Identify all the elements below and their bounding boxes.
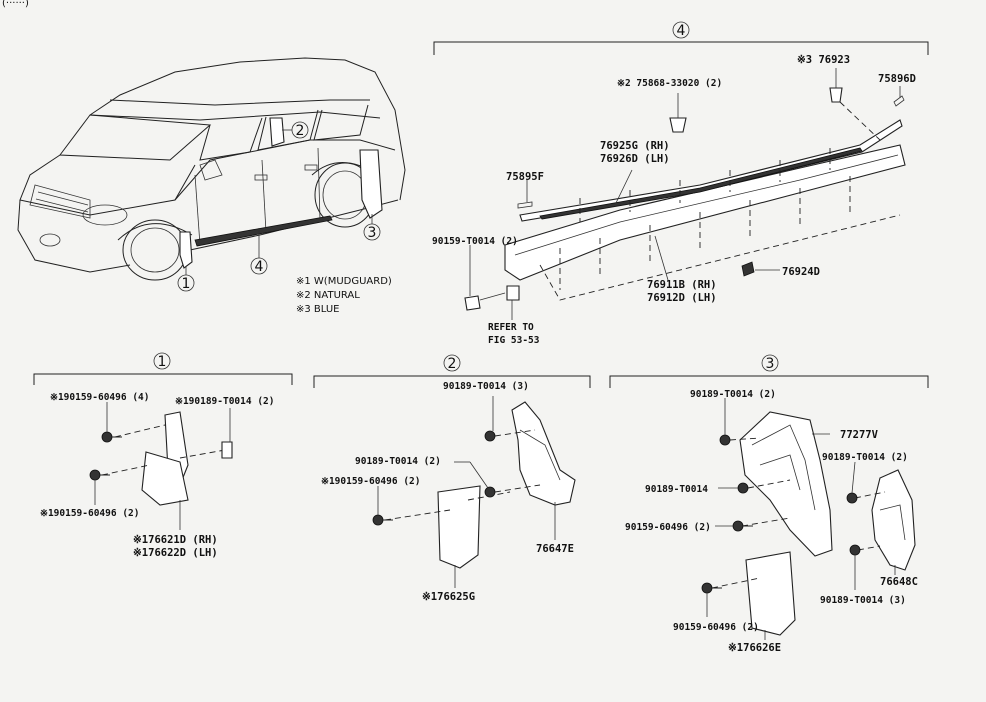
legend-item-1: ※1 W(MUDGUARD): [296, 276, 392, 287]
label-76924D: 76924D: [782, 266, 820, 278]
section-3: 3 90189-T0014 (2) 772: [609, 354, 929, 654]
label-s2-a: 90189-T0014 (3): [443, 381, 529, 392]
label-refer-to: REFER TO: [488, 322, 534, 333]
callout-4: 4: [255, 259, 264, 275]
label-refer-fig: FIG 53-53: [488, 335, 540, 346]
header-fragment: (······): [2, 0, 29, 9]
label-s2-b: 90189-T0014 (2): [355, 456, 441, 467]
label-s3-d: 90189-T0014 (2): [822, 452, 908, 463]
legend-item-2: ※2 NATURAL: [296, 290, 360, 301]
label-s3-f: 76648C: [880, 576, 918, 588]
label-s1-d: ※176621D (RH): [133, 534, 218, 546]
legend: ※1 W(MUDGUARD) ※2 NATURAL ※3 BLUE: [296, 276, 392, 315]
label-s3-b: 77277V: [840, 429, 879, 441]
label-76926D: 76926D (LH): [600, 153, 670, 165]
label-75895F: 75895F: [506, 171, 544, 183]
section-4: 4: [432, 21, 929, 346]
label-s2-d: 76647E: [536, 543, 574, 555]
label-s2-c: ※190159-60496 (2): [321, 476, 420, 487]
label-s1-c: ※190159-60496 (2): [40, 508, 139, 519]
label-s1-a: ※190159-60496 (4): [50, 392, 149, 403]
label-s1-b: ※190189-T0014 (2): [175, 396, 274, 407]
label-76925G: 76925G (RH): [600, 140, 670, 152]
label-76923: ※3 76923: [797, 54, 850, 66]
label-75896D: 75896D: [878, 73, 916, 85]
label-s3-h: 90159-60496 (2): [673, 622, 759, 633]
label-s1-e: ※176622D (LH): [133, 547, 218, 559]
label-s3-e: 90159-60496 (2): [625, 522, 711, 533]
label-76912D: 76912D (LH): [647, 292, 717, 304]
section-1-number: 1: [158, 354, 167, 370]
callout-2: 2: [296, 123, 305, 139]
label-s3-i: ※176626E: [728, 642, 781, 654]
section-3-number: 3: [766, 356, 775, 372]
label-s3-g: 90189-T0014 (3): [820, 595, 906, 606]
callout-3: 3: [368, 225, 377, 241]
label-90159-T0014: 90159-T0014 (2): [432, 236, 518, 247]
callout-1: 1: [182, 276, 191, 292]
label-s3-c: 90189-T0014: [645, 484, 708, 495]
label-s3-a: 90189-T0014 (2): [690, 389, 776, 400]
label-76911B: 76911B (RH): [647, 279, 717, 291]
label-75868: ※2 75868-33020 (2): [617, 78, 722, 89]
section-4-number: 4: [677, 23, 686, 39]
section-2: 2 90189-T0014 (3) 90189-T0014 (2) ※19015…: [313, 354, 591, 603]
legend-item-3: ※3 BLUE: [296, 304, 340, 315]
vehicle-illustration: 1 2 3 4: [17, 57, 406, 292]
label-s2-e: ※176625G: [422, 591, 475, 603]
section-1: 1 ※190159-60496 (4) ※190189-T0014 (2) ※1…: [33, 352, 293, 559]
section-2-number: 2: [448, 356, 457, 372]
